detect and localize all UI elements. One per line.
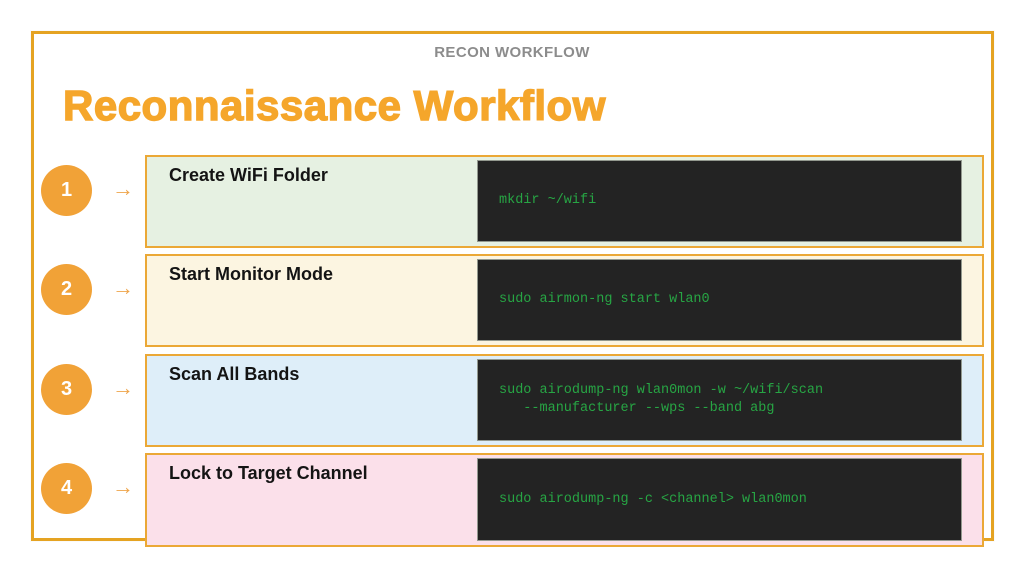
step-card: Start Monitor Mode sudo airmon-ng start … <box>145 254 984 347</box>
step-card: Scan All Bands sudo airodump-ng wlan0mon… <box>145 354 984 447</box>
step-card: Create WiFi Folder mkdir ~/wifi <box>145 155 984 248</box>
terminal-block: sudo airodump-ng -c <channel> wlan0mon <box>477 458 962 541</box>
workflow-step-3: 3 → Scan All Bands sudo airodump-ng wlan… <box>0 354 1024 447</box>
step-title: Start Monitor Mode <box>169 264 333 284</box>
step-number: 1 <box>60 179 73 201</box>
step-number-badge: 3 <box>41 364 92 415</box>
step-number-badge: 2 <box>41 264 92 315</box>
step-number: 3 <box>60 378 73 400</box>
terminal-command: sudo airodump-ng -c <channel> wlan0mon <box>499 491 807 507</box>
page-title: Reconnaissance Workflow <box>62 81 606 129</box>
step-number-badge: 4 <box>41 463 92 514</box>
terminal-block: sudo airodump-ng wlan0mon -w ~/wifi/scan… <box>477 359 962 441</box>
terminal-command: mkdir ~/wifi <box>499 193 597 208</box>
terminal-command: sudo airmon-ng start wlan0 <box>499 292 710 307</box>
terminal-block: sudo airmon-ng start wlan0 <box>477 259 962 341</box>
arrow-right-icon: → <box>112 474 134 499</box>
arrow-right-icon: → <box>112 176 134 201</box>
workflow-step-4: 4 → Lock to Target Channel sudo airodump… <box>0 453 1024 547</box>
step-title: Scan All Bands <box>169 364 300 384</box>
slide-eyebrow: RECON WORKFLOW <box>434 44 590 61</box>
terminal-block: mkdir ~/wifi <box>477 160 962 242</box>
terminal-command: sudo airodump-ng wlan0mon -w ~/wifi/scan… <box>499 383 824 416</box>
step-title: Lock to Target Channel <box>169 463 368 483</box>
arrow-right-icon: → <box>112 275 134 300</box>
workflow-step-2: 2 → Start Monitor Mode sudo airmon-ng st… <box>0 254 1024 347</box>
step-card: Lock to Target Channel sudo airodump-ng … <box>145 453 984 547</box>
step-number: 2 <box>60 278 73 300</box>
step-title: Create WiFi Folder <box>169 165 328 185</box>
workflow-step-1: 1 → Create WiFi Folder mkdir ~/wifi <box>0 155 1024 248</box>
arrow-right-icon: → <box>112 375 134 400</box>
step-number: 4 <box>60 477 73 499</box>
step-number-badge: 1 <box>41 165 92 216</box>
